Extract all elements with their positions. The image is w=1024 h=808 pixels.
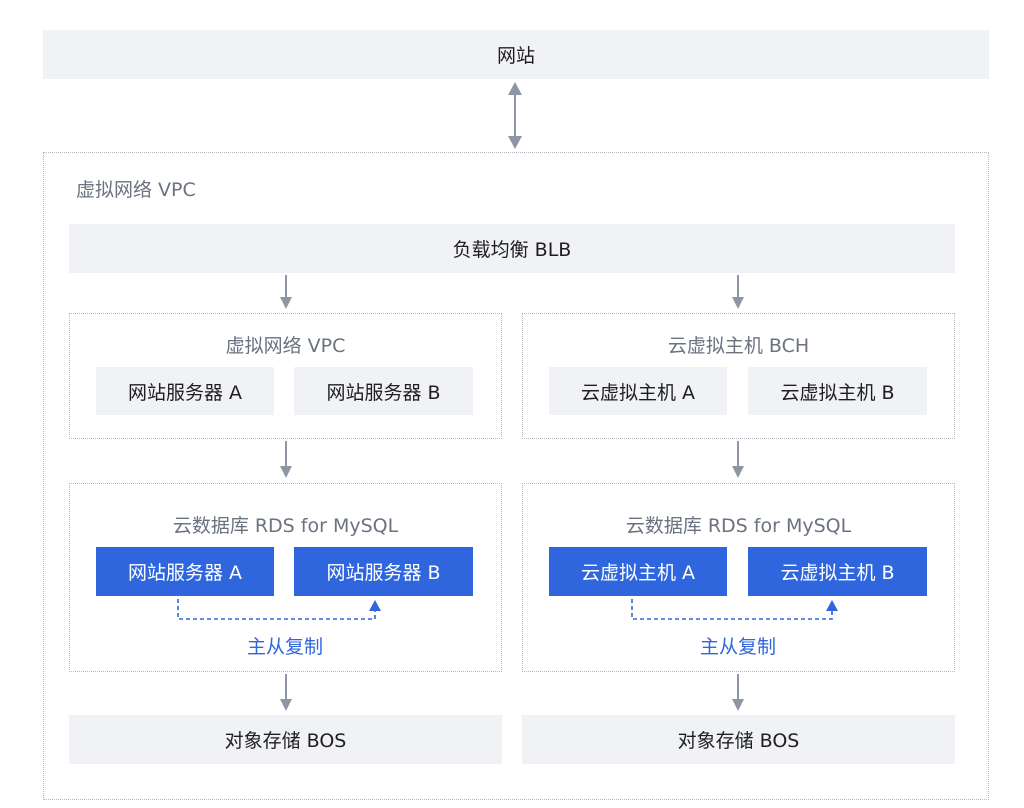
right-db-host-b-label: 云虚拟主机 B (780, 562, 895, 584)
left-server-b-label: 网站服务器 B (326, 381, 441, 404)
website-bar: 网站 (43, 30, 989, 79)
left-vpc-group (69, 313, 502, 439)
right-db-group-label: 云数据库 RDS for MySQL (625, 515, 852, 537)
left-vpc-group-label: 虚拟网络 VPC (225, 335, 346, 357)
left-db-server-a: 网站服务器 A (96, 547, 274, 596)
right-host-b: 云虚拟主机 B (748, 367, 927, 415)
left-bos-bar: 对象存储 BOS (69, 715, 502, 764)
outer-vpc-label: 虚拟网络 VPC (76, 179, 196, 201)
right-bch-group (522, 313, 955, 439)
blb-label: 负载均衡 BLB (452, 239, 572, 261)
blb-bar: 负载均衡 BLB (69, 224, 955, 273)
left-server-a-label: 网站服务器 A (127, 381, 243, 404)
website-vpc-double-arrow (508, 82, 522, 149)
right-replication-label: 主从复制 (699, 636, 776, 658)
left-db-server-b-label: 网站服务器 B (326, 562, 441, 584)
right-db-host-b: 云虚拟主机 B (748, 547, 927, 596)
left-bos-label: 对象存储 BOS (224, 730, 347, 752)
right-bos-label: 对象存储 BOS (677, 730, 800, 752)
left-replication-label: 主从复制 (246, 636, 323, 658)
website-label: 网站 (496, 45, 535, 67)
right-bch-group-label: 云虚拟主机 BCH (667, 335, 810, 357)
right-host-a-label: 云虚拟主机 A (580, 381, 696, 404)
left-db-group-label: 云数据库 RDS for MySQL (172, 515, 399, 537)
left-server-b: 网站服务器 B (294, 367, 473, 415)
outer-vpc-container (43, 152, 989, 800)
left-db-server-b: 网站服务器 B (294, 547, 473, 596)
left-server-a: 网站服务器 A (96, 367, 274, 415)
right-db-group (522, 483, 955, 672)
right-host-a: 云虚拟主机 A (549, 367, 727, 415)
right-db-host-a-label: 云虚拟主机 A (580, 562, 696, 584)
right-db-host-a: 云虚拟主机 A (549, 547, 727, 596)
right-host-b-label: 云虚拟主机 B (780, 381, 895, 404)
left-db-group (69, 483, 502, 672)
left-db-server-a-label: 网站服务器 A (127, 562, 243, 584)
right-bos-bar: 对象存储 BOS (522, 715, 955, 764)
